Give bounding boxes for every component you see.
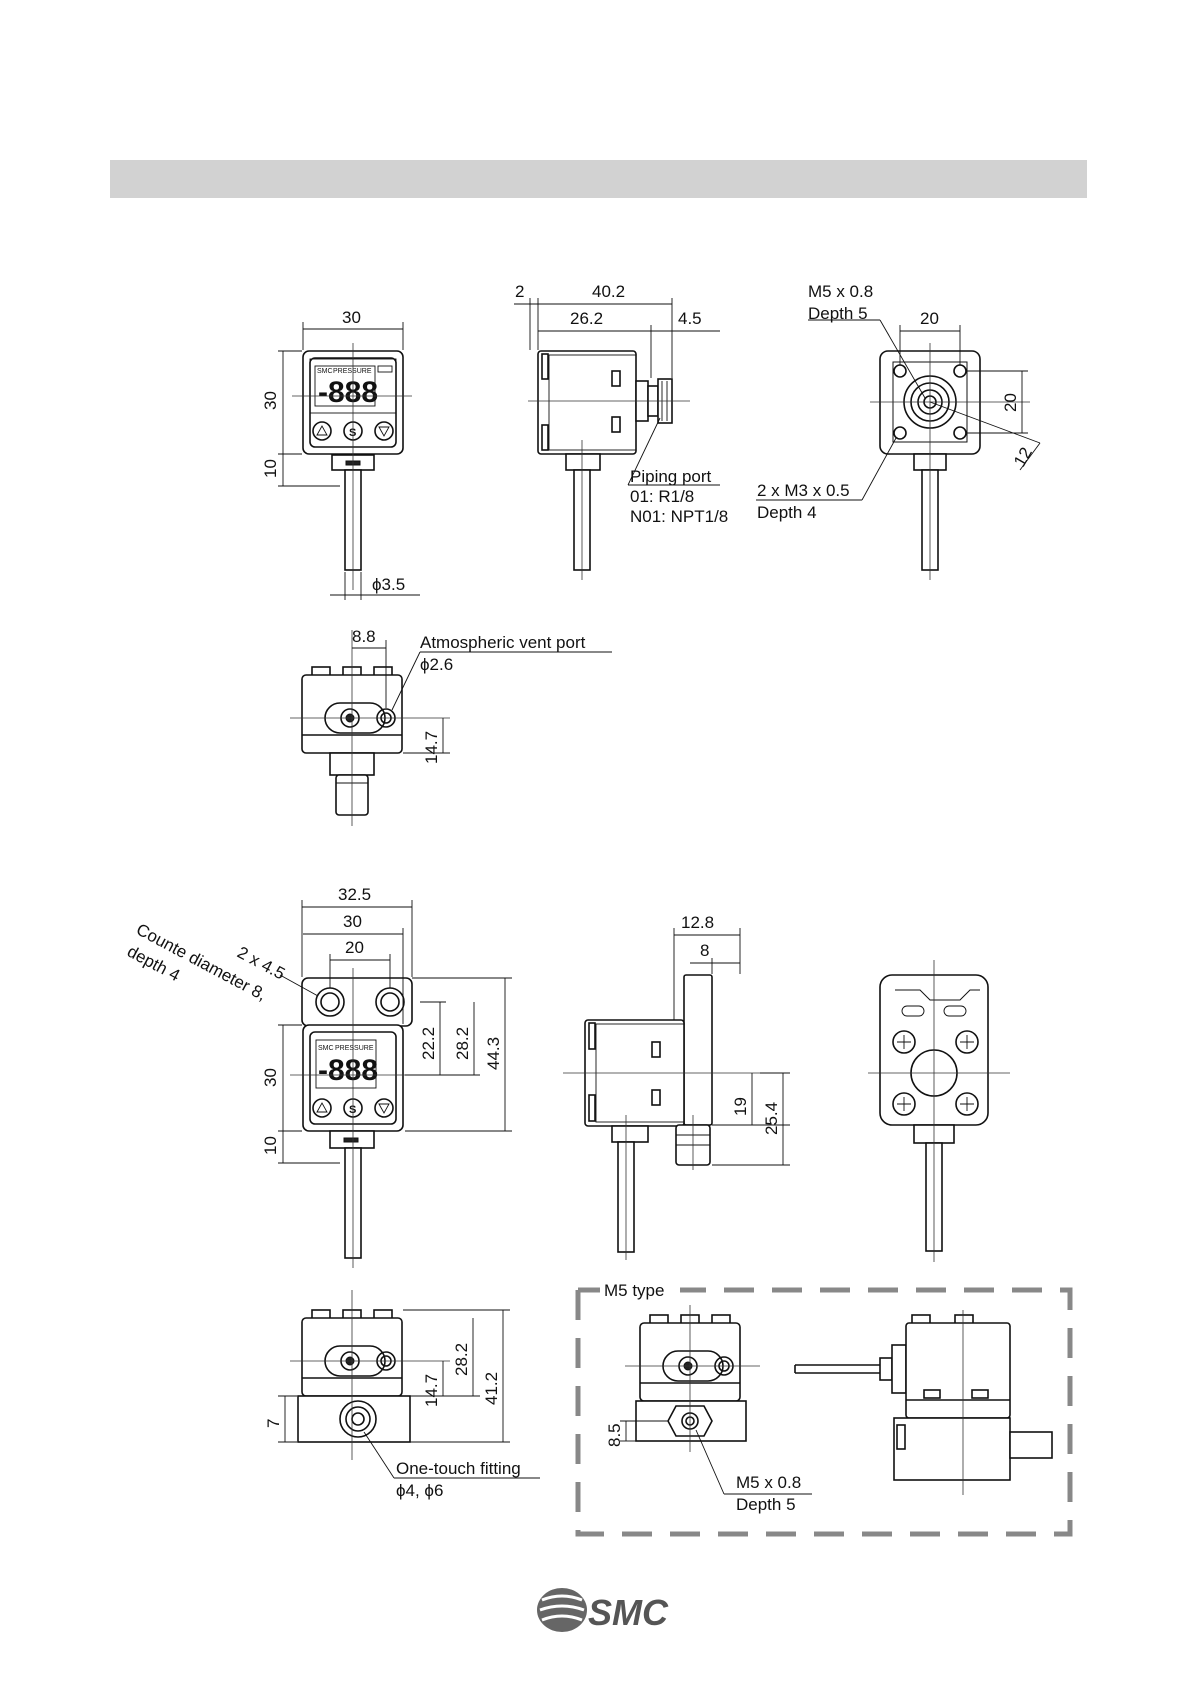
dim-20-vert: 20 (1001, 393, 1020, 412)
vent-port-label: Atmospheric vent port (420, 633, 586, 652)
piping-port-r18: 01: R1/8 (630, 487, 694, 506)
dim-40-2: 40.2 (592, 282, 625, 301)
view-bottom-top: 8.8 14.7 Atmospheric vent port ϕ2.6 (290, 627, 612, 826)
dim-4-5: 4.5 (678, 309, 702, 328)
lcd-digits: -888 (318, 376, 378, 409)
onetouch-sizes: ϕ4, ϕ6 (396, 1481, 443, 1500)
piping-port-npt18: N01: NPT1/8 (630, 507, 728, 526)
dim-44-3: 44.3 (484, 1037, 503, 1070)
down-button-icon (374, 421, 394, 441)
dim-30-side: 30 (261, 391, 280, 410)
dim-8: 8 (700, 941, 709, 960)
dim-32-5: 32.5 (338, 885, 371, 904)
vent-port-size: ϕ2.6 (420, 655, 453, 674)
dim-2: 2 (515, 282, 524, 301)
m5-bottom-depth: Depth 5 (736, 1495, 796, 1514)
view-bracket-rear (868, 960, 1010, 1262)
dim-12-8: 12.8 (681, 913, 714, 932)
dim-20-bracket: 20 (345, 938, 364, 957)
dim-phi-3-5: ϕ3.5 (372, 575, 405, 594)
dim-41-2: 41.2 (482, 1372, 501, 1405)
dim-12: 12 (1010, 444, 1036, 470)
dim-28-2: 28.2 (453, 1027, 472, 1060)
view-bracket-front: SMC PRESSURE -888 S 32.5 30 20 30 10 (124, 885, 512, 1268)
dim-30-top: 30 (342, 308, 361, 327)
dim-30-bracket: 30 (343, 912, 362, 931)
dim-10-bracket: 10 (261, 1136, 280, 1155)
m3-callout-size: 2 x M3 x 0.5 (757, 481, 850, 500)
logo-text: SMC (588, 1592, 669, 1633)
up-button-icon (312, 421, 332, 441)
dim-8-8: 8.8 (352, 627, 376, 646)
dim-14-7: 14.7 (422, 731, 441, 764)
lcd-word-b: PRESSURE (335, 1045, 374, 1052)
dim-30-bracket-side: 30 (261, 1068, 280, 1087)
lcd-brand: SMC (317, 368, 333, 375)
dim-20-top: 20 (920, 309, 939, 328)
dim-19: 19 (731, 1097, 750, 1116)
dim-14-7-b: 14.7 (422, 1374, 441, 1407)
dim-28-2-b: 28.2 (452, 1343, 471, 1376)
onetouch-label: One-touch fitting (396, 1459, 521, 1478)
m5-type-label: M5 type (604, 1281, 664, 1300)
lcd-brand-b: SMC (318, 1045, 334, 1052)
lcd-digits-b: -888 (318, 1054, 378, 1087)
section-header-bar (110, 160, 1087, 198)
view-bracket-bottom: 14.7 28.2 41.2 7 One-touch fitting ϕ4, ϕ… (264, 1290, 540, 1500)
view-front-top: SMC PRESSURE -888 S 30 30 10 ϕ3.5 (261, 308, 420, 600)
lcd-word: PRESSURE (333, 368, 372, 375)
m5-type-box: M5 type 8.5 M5 x 0.8 Depth 5 (575, 1281, 1073, 1537)
m5-callout-size: M5 x 0.8 (808, 282, 873, 301)
view-side-top: 2 40.2 26.2 4.5 Piping port 01: R1/8 N01… (514, 282, 728, 580)
m5-bottom-size: M5 x 0.8 (736, 1473, 801, 1492)
dim-26-2: 26.2 (570, 309, 603, 328)
m5-callout-depth: Depth 5 (808, 304, 868, 323)
dim-7: 7 (264, 1419, 283, 1428)
dim-25-4: 25.4 (762, 1102, 781, 1135)
m3-callout-depth: Depth 4 (757, 503, 817, 522)
dim-10: 10 (261, 459, 280, 478)
smc-logo: SMC (537, 1588, 669, 1633)
dim-8-5: 8.5 (605, 1423, 624, 1447)
piping-port-label: Piping port (630, 467, 712, 486)
dim-22-2: 22.2 (419, 1027, 438, 1060)
view-bracket-side: 12.8 8 19 25.4 (563, 913, 790, 1260)
view-rear-top: 20 20 12 M5 x 0.8 Depth 5 2 x M3 x 0.5 D… (756, 282, 1041, 580)
